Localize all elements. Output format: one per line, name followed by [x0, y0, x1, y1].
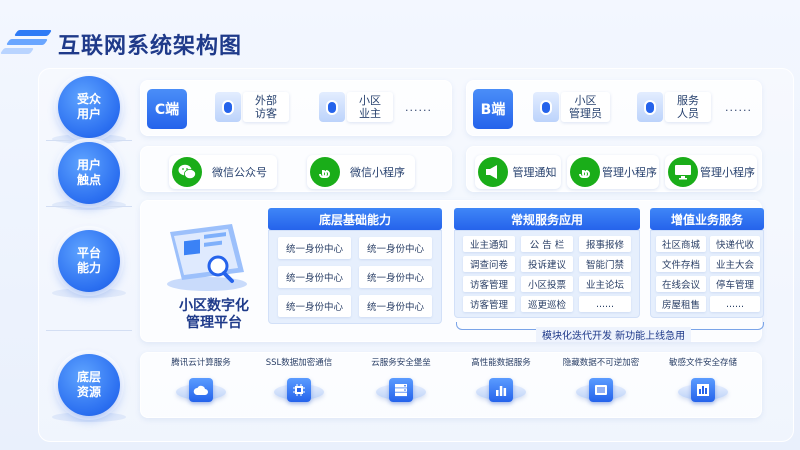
value-cell: 停车管理: [710, 276, 760, 292]
server-icon: [389, 378, 413, 402]
database-icon: [489, 378, 513, 402]
row-label-infra: 底层 资源: [52, 354, 126, 422]
infra-label: 敏感文件安全存储: [668, 358, 737, 368]
touch-chip-label: 微信小程序: [350, 166, 405, 179]
column-header-value: 增值业务服务: [650, 208, 764, 230]
user-chip-admin: 小区 管理员: [533, 90, 610, 124]
service-cell: 巡更巡检: [521, 296, 573, 312]
user-chip-staff: 服务 人员: [637, 90, 711, 124]
service-cell: 智能门禁: [579, 256, 631, 272]
user-icon: [319, 92, 345, 122]
touch-chip-notice: 管理通知: [475, 155, 561, 189]
touch-chip-label: 管理小程序: [602, 166, 657, 179]
wechat-icon: [172, 157, 202, 187]
user-chip-label: 服务 人员: [665, 92, 711, 122]
page-title: 互联网系统架构图: [58, 34, 243, 59]
platform-name: 小区数字化 管理平台: [179, 298, 249, 331]
infra-item-ssl: SSL数据加密通信: [256, 356, 342, 416]
value-cell: ......: [710, 296, 760, 312]
c-side-panel: C端 外部 访客 小区 业主 ......: [140, 80, 452, 136]
infra-panel: [140, 352, 762, 418]
value-cell: 在线会议: [656, 276, 706, 292]
b-side-panel: B端 小区 管理员 服务 人员 ......: [466, 80, 762, 136]
user-icon: [215, 92, 241, 122]
title-decoration-icon: [0, 30, 53, 56]
c-touchpoints-panel: 微信公众号 微信小程序: [140, 146, 452, 192]
column-header-common: 常规服务应用: [454, 208, 640, 230]
infra-item-bastion: 云服务安全堡垒: [358, 356, 444, 416]
service-cell: 小区投票: [521, 276, 573, 292]
service-cell: 业主论坛: [579, 276, 631, 292]
touch-chip-label: 管理小程序: [700, 166, 755, 179]
dashboard-illustration-icon: [167, 224, 247, 291]
user-icon: [533, 92, 559, 122]
service-cell: 公 告 栏: [521, 236, 573, 252]
c-side-badge: C端: [147, 89, 187, 129]
value-cell: 社区商城: [656, 236, 706, 252]
user-chip-owner: 小区 业主: [319, 90, 393, 124]
service-cell: 调查问卷: [463, 256, 515, 272]
megaphone-icon: [478, 157, 508, 187]
touch-chip-wechat-mini: 微信小程序: [307, 155, 415, 189]
service-cell: 访客管理: [463, 276, 515, 292]
infra-item-file-storage: 敏感文件安全存储: [660, 356, 746, 416]
file-storage-icon: [691, 378, 715, 402]
column-header-base: 底层基础能力: [268, 208, 442, 230]
value-cell: 快递代收: [710, 236, 760, 252]
user-chip-external-visitor: 外部 访客: [215, 90, 289, 124]
infra-label: 云服务安全堡垒: [371, 358, 431, 368]
column-base: 统一身份中心 统一身份中心 统一身份中心 统一身份中心 统一身份中心 统一身份中…: [268, 230, 442, 324]
more-ellipsis: ......: [725, 101, 752, 114]
mini-program-icon: [310, 157, 340, 187]
touch-chip-label: 微信公众号: [212, 166, 267, 179]
row-label-platform: 平台 能力: [52, 230, 126, 298]
capability-cell: 统一身份中心: [359, 295, 432, 317]
value-cell: 业主大会: [710, 256, 760, 272]
service-cell: ......: [579, 296, 631, 312]
row-divider: [46, 330, 132, 331]
row-label-touchpoints: 用户 触点: [52, 142, 126, 210]
service-cell: 访客管理: [463, 296, 515, 312]
encrypted-storage-icon: [589, 378, 613, 402]
touch-chip-admin-mini: 管理小程序: [567, 155, 659, 189]
column-common: 业主通知 公 告 栏 报事报修 调查问卷 投诉建议 智能门禁 访客管理 小区投票…: [454, 230, 640, 318]
infra-label: SSL数据加密通信: [265, 358, 333, 368]
service-cell: 投诉建议: [521, 256, 573, 272]
user-icon: [637, 92, 663, 122]
row-divider: [46, 140, 132, 141]
user-chip-label: 外部 访客: [243, 92, 289, 122]
infra-label: 腾讯云计算服务: [171, 358, 231, 368]
value-cell: 房屋租售: [656, 296, 706, 312]
touch-chip-admin-desktop: 管理小程序: [665, 155, 757, 189]
value-cell: 文件存档: [656, 256, 706, 272]
capability-cell: 统一身份中心: [278, 295, 351, 317]
chip-icon: [287, 378, 311, 402]
b-touchpoints-panel: 管理通知 管理小程序 管理小程序: [466, 146, 762, 192]
user-chip-label: 小区 业主: [347, 92, 393, 122]
monitor-icon: [668, 157, 698, 187]
cloud-icon: [189, 378, 213, 402]
touch-chip-label: 管理通知: [512, 166, 557, 179]
more-ellipsis: ......: [405, 101, 432, 114]
row-divider: [46, 206, 132, 207]
infra-label: 隐藏数据不可逆加密: [562, 358, 640, 368]
infra-item-encryption: 隐藏数据不可逆加密: [558, 356, 644, 416]
infra-label: 高性能数据服务: [471, 358, 531, 368]
capability-cell: 统一身份中心: [278, 237, 351, 259]
touch-chip-wechat-official: 微信公众号: [169, 155, 277, 189]
capability-cell: 统一身份中心: [278, 266, 351, 288]
capability-cell: 统一身份中心: [359, 237, 432, 259]
service-cell: 业主通知: [463, 236, 515, 252]
infra-item-cloud: 腾讯云计算服务: [158, 356, 244, 416]
infra-item-database: 高性能数据服务: [458, 356, 544, 416]
user-chip-label: 小区 管理员: [561, 92, 610, 122]
b-side-badge: B端: [473, 89, 513, 129]
column-value: 社区商城 快递代收 文件存档 业主大会 在线会议 停车管理 房屋租售 .....…: [650, 230, 764, 318]
capability-cell: 统一身份中心: [359, 266, 432, 288]
mini-program-icon: [570, 157, 600, 187]
row-label-audience: 受众 用户: [52, 76, 126, 144]
iteration-label: 模块化迭代开发 新功能上线急用: [536, 327, 692, 342]
service-cell: 报事报修: [579, 236, 631, 252]
